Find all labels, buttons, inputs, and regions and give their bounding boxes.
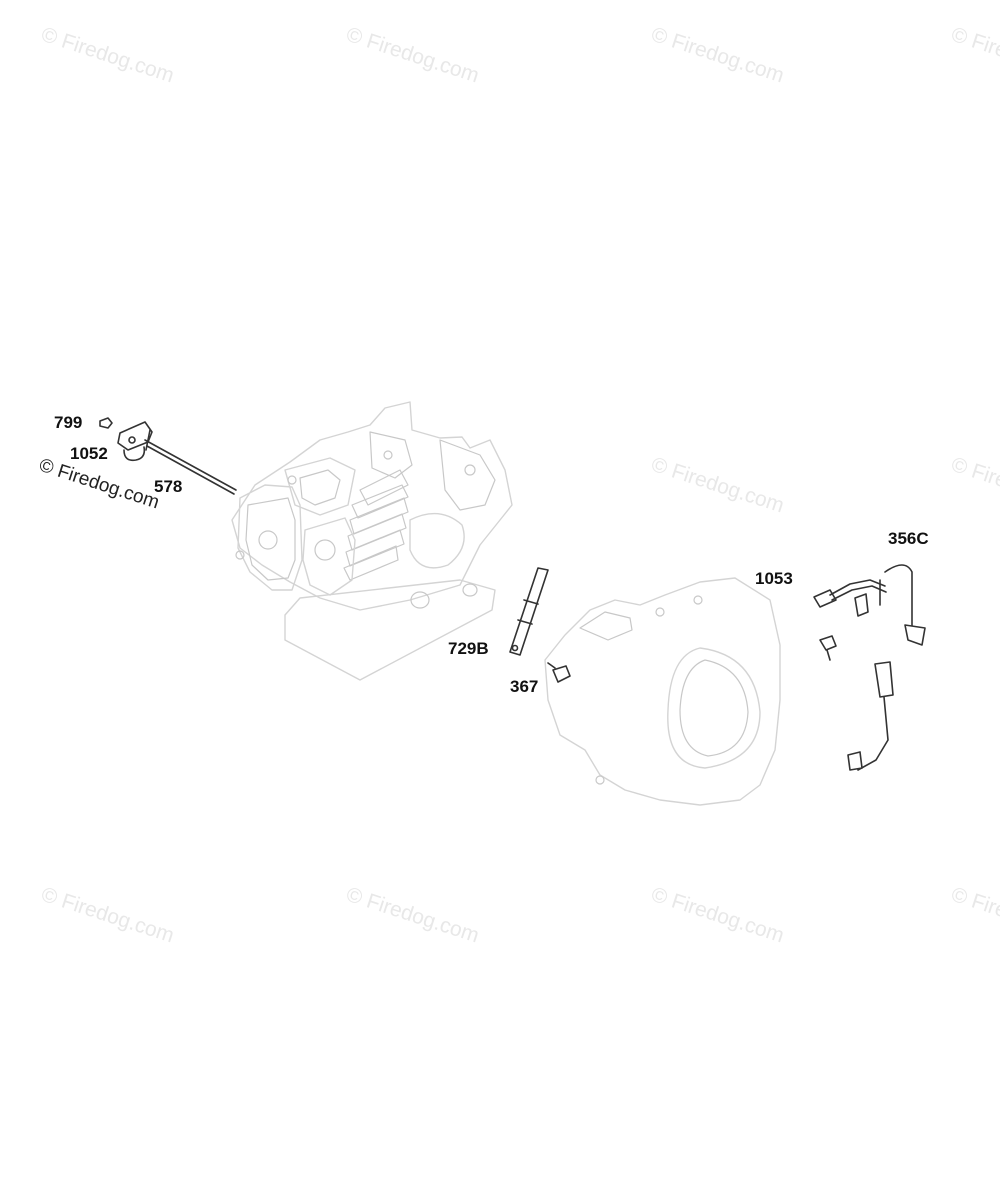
part-label-1053: 1053 (755, 569, 793, 588)
watermark: © Firedog.com (648, 23, 786, 88)
part-label-578: 578 (154, 477, 182, 496)
part-label-729B: 729B (448, 639, 489, 658)
part-label-1052: 1052 (70, 444, 108, 463)
ignition-harness-illustration (813, 564, 926, 771)
watermark-layer: © Firedog.com © Firedog.com © Firedog.co… (38, 23, 1000, 948)
baffle-strip-illustration (509, 567, 549, 656)
watermark-dark-layer: © Firedog.com (36, 455, 161, 514)
part-label-367: 367 (510, 677, 538, 696)
watermark: © Firedog.com (948, 453, 1000, 518)
watermark: © Firedog.com (648, 883, 786, 948)
part-labels: 799 1052 578 729B 367 1053 356C (54, 413, 929, 696)
watermark: © Firedog.com (948, 883, 1000, 948)
watermark: © Firedog.com (343, 23, 481, 88)
watermark: © Firedog.com (38, 23, 176, 88)
watermark-dark: © Firedog.com (36, 455, 161, 514)
blower-housing-illustration (544, 577, 781, 806)
screw-illustration (547, 662, 571, 683)
watermark: © Firedog.com (38, 883, 176, 948)
watermark: © Firedog.com (948, 23, 1000, 88)
part-label-356C: 356C (888, 529, 929, 548)
part-label-799: 799 (54, 413, 82, 432)
dipstick-assembly-illustration (99, 417, 237, 495)
watermark: © Firedog.com (343, 883, 481, 948)
watermark: © Firedog.com (648, 453, 786, 518)
engine-block-illustration (231, 401, 513, 681)
